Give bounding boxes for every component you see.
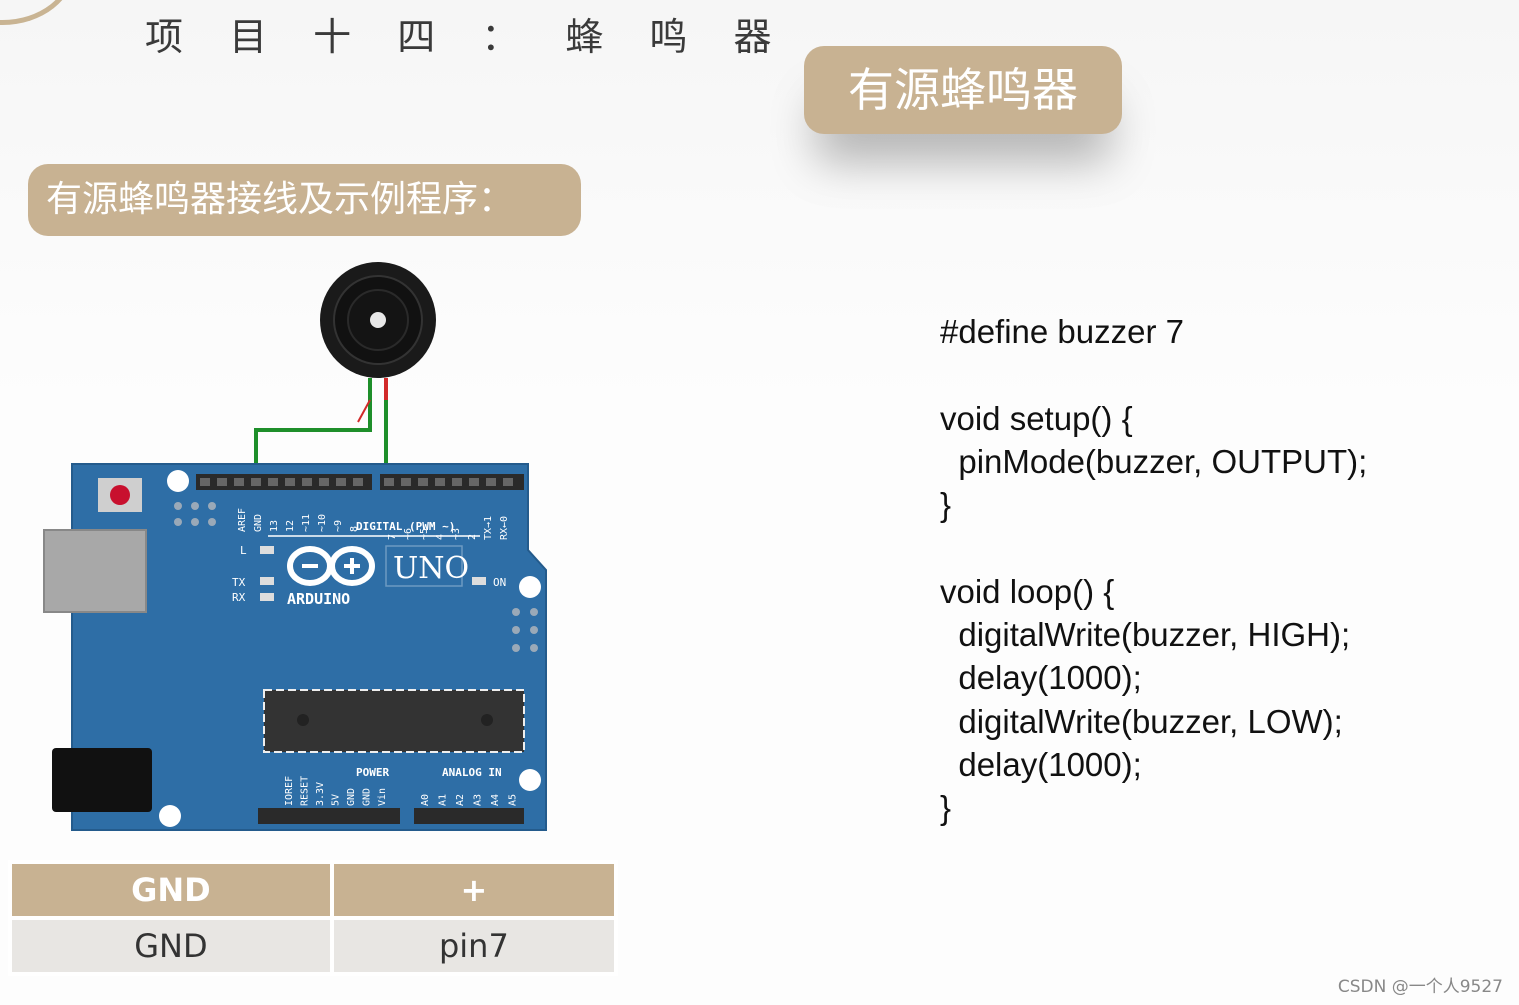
pin-label: 8 (349, 526, 360, 532)
table-header-row: GND + (8, 860, 619, 920)
pin-label: IOREF (284, 776, 295, 806)
table-row: GND pin7 (8, 916, 619, 976)
code-line: void loop() { (940, 572, 1115, 610)
usb-port (43, 529, 147, 613)
pin-label: RX←0 (499, 516, 510, 540)
page-title: 项 目 十 四 ： 蜂 鸣 器 (145, 15, 789, 59)
power-jack (52, 748, 152, 812)
pin-label: ~9 (333, 520, 344, 532)
code-line: } (940, 789, 952, 827)
table-cell: GND (8, 916, 334, 976)
microcontroller-chip (263, 689, 525, 753)
code-line: digitalWrite(buzzer, HIGH); (940, 616, 1351, 654)
code-line (940, 526, 1367, 569)
pin-label: A5 (508, 794, 519, 806)
code-line: #define buzzer 7 (940, 313, 1185, 350)
power-pin-labels: IOREF RESET 3.3V 5V GND GND Vin (284, 776, 388, 806)
section-title-active-buzzer: 有源蜂鸣器 (804, 46, 1122, 134)
code-line: pinMode(buzzer, OUTPUT); (940, 442, 1368, 480)
table-header-cell: + (329, 860, 619, 920)
pin-label: 2 (467, 534, 478, 540)
pin-label: Vin (377, 788, 388, 806)
pin-label: A4 (490, 794, 501, 806)
pin-label: A0 (420, 794, 431, 806)
pin-label: A3 (473, 794, 484, 806)
section-title-wiring: 有源蜂鸣器接线及示例程序： (28, 164, 581, 236)
pin-label: GND (362, 788, 373, 806)
pin-label: A1 (438, 794, 449, 806)
pin-label: 12 (285, 520, 296, 532)
code-line (940, 353, 1367, 396)
power-label: POWER (356, 766, 389, 779)
board-brand-label: ARDUINO (287, 590, 350, 608)
board-model-label: UNO (393, 551, 469, 586)
rx-led-label: RX (232, 591, 246, 604)
pin-label: RESET (300, 776, 311, 806)
pin-label: 7 (387, 534, 398, 540)
digital-pwm-label: DIGITAL (PWM ~) (356, 520, 455, 533)
pin-connection-table: GND + GND pin7 (8, 860, 619, 976)
code-line: delay(1000); (940, 745, 1142, 783)
code-line: delay(1000); (940, 659, 1142, 697)
table-cell: pin7 (329, 916, 619, 976)
code-line: } (940, 486, 952, 524)
reset-button-icon (110, 485, 130, 505)
pin-label: TX→1 (483, 516, 494, 540)
corner-decoration (0, 0, 75, 25)
pin-label: 3.3V (315, 782, 326, 806)
code-line: void setup() { (940, 399, 1133, 437)
pin-label: ~10 (317, 514, 328, 532)
pin-label: ~5 (419, 528, 430, 540)
pin-label: ~11 (301, 514, 312, 532)
pin-label: A2 (455, 794, 466, 806)
arduino-logo-icon (287, 546, 375, 586)
code-line: digitalWrite(buzzer, LOW); (940, 702, 1343, 740)
buzzer-icon (320, 262, 436, 378)
pin-label: 4 (435, 534, 446, 540)
l-led-label: L (240, 544, 247, 557)
gnd-wire (254, 378, 372, 480)
watermark: CSDN @一个人9527 (1337, 977, 1503, 997)
tx-led-label: TX (232, 576, 246, 589)
code-block: #define buzzer 7 void setup() { pinMode(b… (940, 310, 1367, 830)
table-header-cell: GND (8, 860, 334, 920)
pin-label: 5V (331, 794, 342, 806)
pin-label: ~3 (451, 528, 462, 540)
analog-in-label: ANALOG IN (442, 766, 502, 779)
pin-label: ~6 (403, 528, 414, 540)
digital-pin-labels: AREF GND 13 12 ~11 ~10 ~9 8 7 ~6 ~5 4 ~3 2 TX→1 RX←0 (237, 508, 510, 540)
pin-label: 13 (269, 520, 280, 532)
pin-label: AREF (237, 508, 248, 532)
on-led-label: ON (493, 576, 506, 589)
arduino-wiring-diagram: UNO ARDUINO DIGITAL (PWM ~) POWER ANALOG… (43, 262, 547, 831)
pin-label: GND (346, 788, 357, 806)
pin-label: GND (253, 514, 264, 532)
analog-pin-labels: A0 A1 A2 A3 A4 A5 (420, 794, 519, 806)
